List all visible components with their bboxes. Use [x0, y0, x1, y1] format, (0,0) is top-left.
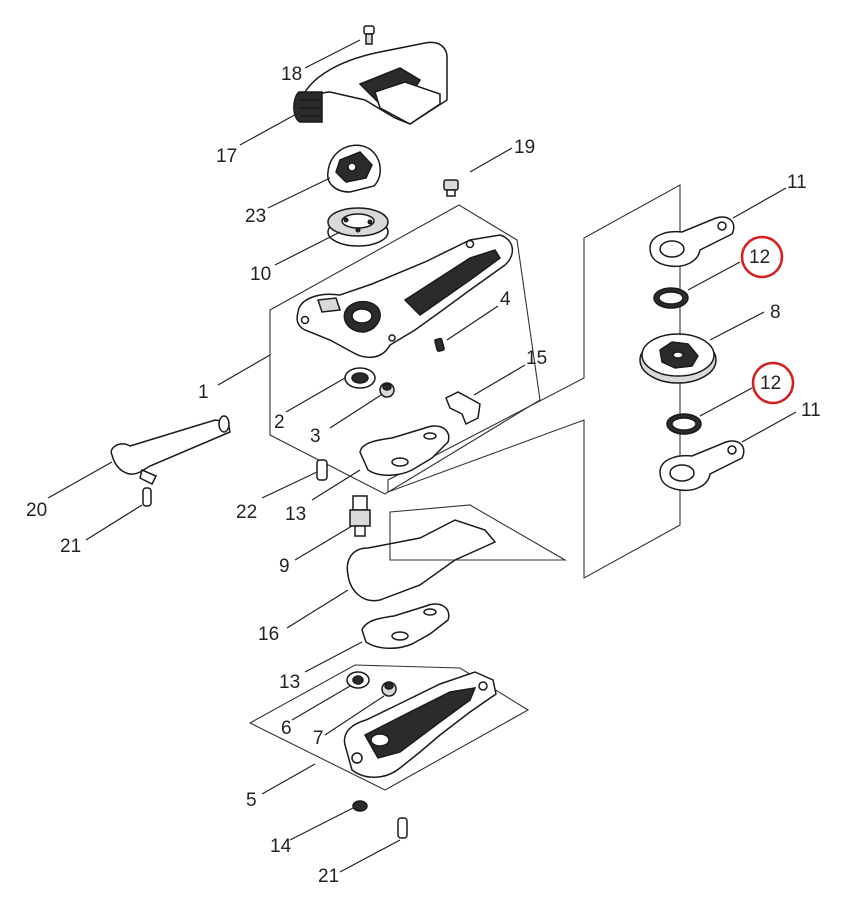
callout-18: 18	[281, 64, 302, 85]
callout-13-lower: 13	[279, 672, 300, 693]
bearing-group-frame	[387, 184, 681, 579]
part-13-plate-upper	[359, 425, 450, 476]
highlight-circle-12-lower	[751, 361, 795, 405]
gasket-frame	[389, 504, 568, 561]
callout-labels: 18 17 19 23 10 4 1 2 3 15 22 13 20 21 9 …	[26, 64, 821, 887]
callout-5: 5	[246, 790, 257, 811]
callout-12-lower: 12	[760, 373, 781, 394]
part-12-needle-bearing-upper	[653, 287, 689, 309]
part-20-tube	[110, 415, 231, 486]
callout-1: 1	[198, 382, 209, 403]
part-12-needle-bearing-lower	[666, 413, 702, 435]
part-18-screw	[363, 25, 375, 45]
part-21-screw-upper	[142, 487, 152, 507]
part-10-drum	[327, 207, 389, 247]
part-7-bushing	[381, 681, 397, 697]
callout-21-lower: 21	[318, 866, 339, 887]
callout-20: 20	[26, 500, 47, 521]
callout-15: 15	[526, 348, 547, 369]
part-13-plate-lower	[361, 603, 450, 649]
leader-lines	[47, 39, 797, 873]
callout-8: 8	[770, 302, 781, 323]
highlight-circle-12-upper	[740, 235, 784, 279]
part-9-shaft	[349, 495, 371, 537]
callout-2: 2	[274, 412, 285, 433]
part-3-bushing	[379, 382, 395, 398]
callout-11-upper: 11	[787, 172, 807, 193]
part-1-gear-housing	[296, 234, 513, 359]
part-11-lever-ring-lower	[659, 440, 745, 492]
part-22-screw	[316, 459, 328, 481]
callout-12-upper: 12	[749, 247, 770, 268]
callout-23: 23	[245, 206, 266, 227]
part-8-gear	[639, 333, 717, 384]
callout-6: 6	[281, 718, 292, 739]
part-4-pin	[434, 337, 445, 352]
part-21-screw-lower	[397, 817, 408, 839]
part-23-clutch	[327, 144, 381, 193]
part-2-bearing	[344, 367, 376, 389]
housing-assembly-frame	[269, 204, 541, 495]
callout-21-upper: 21	[60, 536, 81, 557]
callout-19: 19	[514, 137, 535, 158]
callout-9: 9	[279, 556, 290, 577]
part-5-lower-case	[343, 671, 497, 778]
callout-14: 14	[270, 836, 292, 857]
part-11-lever-ring-upper	[649, 216, 735, 268]
callout-3: 3	[310, 426, 321, 447]
part-15-bracket	[445, 391, 481, 426]
part-19-screw	[443, 179, 459, 197]
part-6-bearing	[346, 671, 370, 689]
callout-13-upper-label: 13	[285, 504, 306, 525]
part-16-gasket	[346, 519, 497, 602]
callout-17: 17	[216, 146, 237, 167]
callout-7: 7	[313, 728, 324, 749]
callout-11-lower: 11	[801, 400, 821, 421]
callout-22: 22	[236, 502, 257, 523]
callout-16: 16	[258, 624, 279, 645]
part-17-handle	[293, 41, 448, 125]
callout-4: 4	[500, 289, 511, 310]
callout-10: 10	[250, 264, 271, 285]
part-14-cap	[352, 800, 368, 812]
